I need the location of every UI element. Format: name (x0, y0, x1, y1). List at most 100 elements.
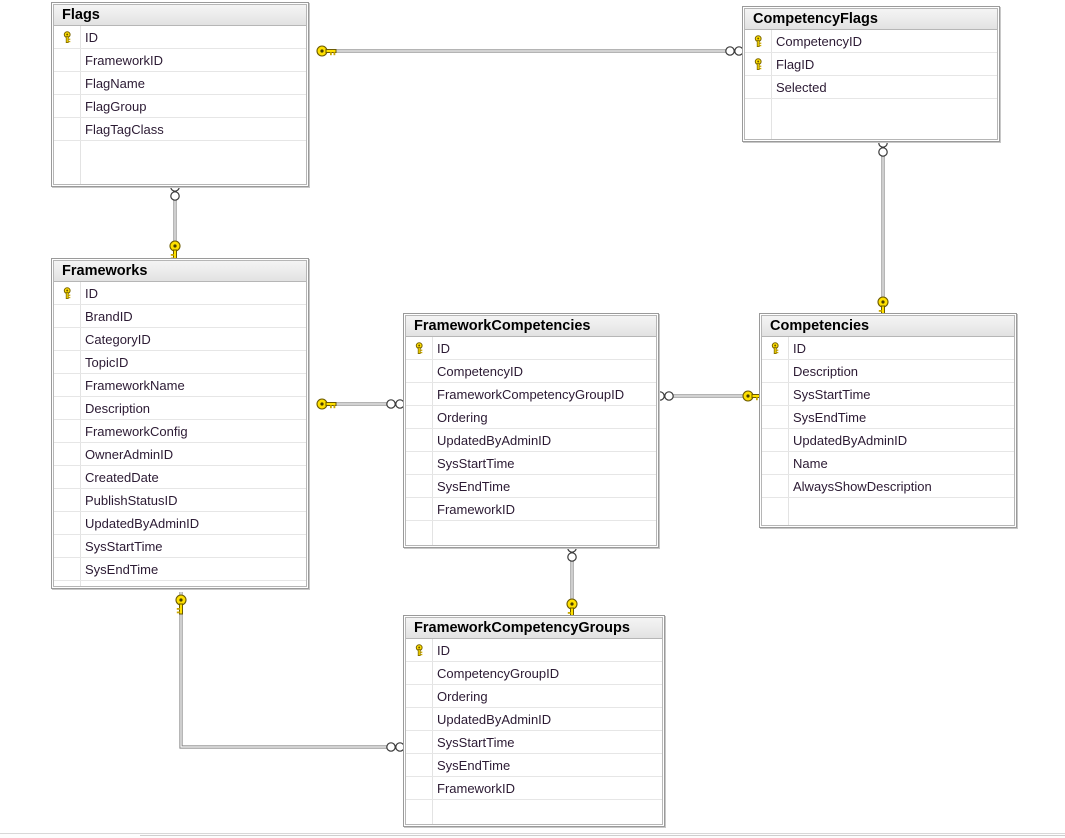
entity-column-row[interactable]: CompetencyID (745, 30, 997, 53)
entity-column-row[interactable]: Ordering (406, 406, 656, 429)
entity-column-row[interactable]: FlagGroup (54, 95, 306, 118)
column-name: UpdatedByAdminID (793, 432, 908, 448)
entity-column-row[interactable]: SysEndTime (762, 406, 1014, 429)
column-name: SysStartTime (85, 538, 163, 554)
entity-column-row[interactable]: ID (406, 639, 662, 662)
relationship-line-frameworks-groups[interactable] (179, 592, 396, 749)
column-name: SysEndTime (85, 561, 159, 577)
entity-table-title[interactable]: Flags (54, 5, 306, 26)
key-gutter-empty (762, 452, 788, 474)
entity-table-title[interactable]: FrameworkCompetencies (406, 316, 656, 337)
entity-column-row[interactable]: SysEndTime (406, 754, 662, 777)
entity-column-row[interactable]: FrameworkName (54, 374, 306, 397)
column-name: CompetencyID (437, 363, 523, 379)
key-gutter-empty (54, 374, 80, 396)
primary-key-icon (54, 282, 80, 304)
entity-column-row[interactable]: SysStartTime (762, 383, 1014, 406)
entity-empty-area (54, 581, 306, 586)
column-name: SysEndTime (437, 757, 511, 773)
entity-column-row[interactable]: UpdatedByAdminID (54, 512, 306, 535)
entity-table-title[interactable]: Competencies (762, 316, 1014, 337)
column-name: ID (437, 340, 450, 356)
entity-column-row[interactable]: OwnerAdminID (54, 443, 306, 466)
entity-column-row[interactable]: Description (54, 397, 306, 420)
column-name: BrandID (85, 308, 133, 324)
entity-table-title[interactable]: FrameworkCompetencyGroups (406, 618, 662, 639)
entity-column-row[interactable]: SysStartTime (406, 452, 656, 475)
key-gutter-empty (762, 406, 788, 428)
entity-empty-area (54, 141, 306, 184)
key-gutter-empty (54, 351, 80, 373)
entity-column-row[interactable]: FlagTagClass (54, 118, 306, 141)
entity-column-row[interactable]: SysEndTime (406, 475, 656, 498)
key-gutter-empty (406, 406, 432, 428)
column-name: ID (85, 285, 98, 301)
primary-key-icon (762, 337, 788, 359)
entity-column-row[interactable]: CompetencyGroupID (406, 662, 662, 685)
key-gutter-empty (762, 498, 788, 525)
entity-table-title[interactable]: CompetencyFlags (745, 9, 997, 30)
entity-column-row[interactable]: Selected (745, 76, 997, 99)
entity-column-row[interactable]: FrameworkID (406, 498, 656, 521)
relationship-line-inner (180, 592, 396, 748)
key-gutter-empty (54, 49, 80, 71)
column-name: FrameworkConfig (85, 423, 188, 439)
column-name: FlagID (776, 56, 815, 72)
entity-empty-area (406, 800, 662, 824)
entity-column-row[interactable]: Ordering (406, 685, 662, 708)
key-gutter-empty (406, 662, 432, 684)
entity-column-row[interactable]: TopicID (54, 351, 306, 374)
key-gutter-empty (745, 99, 771, 139)
entity-column-row[interactable]: FrameworkID (406, 777, 662, 800)
key-gutter-empty (406, 754, 432, 776)
entity-column-row[interactable]: ID (54, 282, 306, 305)
relationship-many-marker (386, 399, 405, 409)
entity-column-row[interactable]: ID (762, 337, 1014, 360)
key-gutter-empty (54, 443, 80, 465)
entity-column-row[interactable]: Description (762, 360, 1014, 383)
entity-column-row[interactable]: Name (762, 452, 1014, 475)
entity-column-row[interactable]: FrameworkID (54, 49, 306, 72)
column-name: Selected (776, 79, 827, 95)
entity-column-row[interactable]: FrameworkConfig (54, 420, 306, 443)
entity-column-row[interactable]: UpdatedByAdminID (406, 429, 656, 452)
entity-column-row[interactable]: ID (406, 337, 656, 360)
column-name: CompetencyGroupID (437, 665, 560, 681)
entity-table-title[interactable]: Frameworks (54, 261, 306, 282)
entity-column-row[interactable]: FlagName (54, 72, 306, 95)
entity-column-row[interactable]: UpdatedByAdminID (406, 708, 662, 731)
key-gutter-empty (406, 800, 432, 824)
relationship-key-marker (316, 45, 337, 57)
entity-column-row[interactable]: FlagID (745, 53, 997, 76)
entity-column-row[interactable]: SysStartTime (406, 731, 662, 754)
key-gutter-empty (406, 521, 432, 545)
entity-column-row[interactable]: CreatedDate (54, 466, 306, 489)
column-name: FrameworkName (85, 377, 185, 393)
entity-column-row[interactable]: PublishStatusID (54, 489, 306, 512)
entity-column-row[interactable]: UpdatedByAdminID (762, 429, 1014, 452)
entity-empty-area (762, 498, 1014, 525)
entity-column-row[interactable]: CategoryID (54, 328, 306, 351)
entity-column-row[interactable]: AlwaysShowDescription (762, 475, 1014, 498)
entity-column-row[interactable]: ID (54, 26, 306, 49)
entity-column-row[interactable]: SysStartTime (54, 535, 306, 558)
column-name: UpdatedByAdminID (437, 432, 552, 448)
column-name: FlagGroup (85, 98, 147, 114)
entity-column-row[interactable]: SysEndTime (54, 558, 306, 581)
entity-column-row[interactable]: BrandID (54, 305, 306, 328)
column-name: FrameworkID (85, 52, 164, 68)
entity-column-row[interactable]: FrameworkCompetencyGroupID (406, 383, 656, 406)
column-name: OwnerAdminID (85, 446, 174, 462)
key-gutter-empty (54, 328, 80, 350)
entity-column-row[interactable]: CompetencyID (406, 360, 656, 383)
